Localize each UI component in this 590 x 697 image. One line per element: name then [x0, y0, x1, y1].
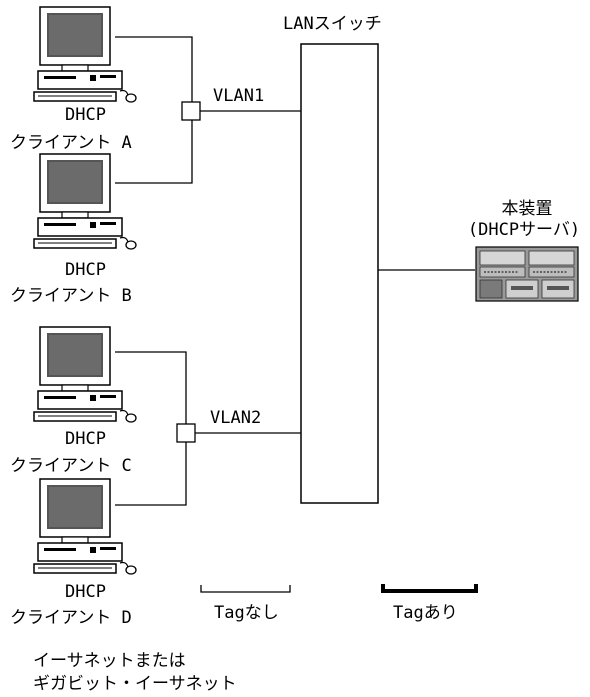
server-icon [475, 246, 579, 302]
lan-switch-label: LANスイッチ [283, 14, 382, 34]
hub-vlan1 [181, 101, 201, 121]
client-a-line1: DHCP [65, 105, 106, 125]
client-d-line1: DHCP [65, 582, 106, 602]
wire-client-d [115, 442, 187, 506]
vlan2-label: VLAN2 [210, 408, 262, 428]
legend-untagged-bracket [200, 585, 291, 593]
wire-client-a [115, 36, 193, 102]
wire-client-b [115, 120, 193, 184]
computer-icon [33, 6, 137, 103]
computer-icon [33, 478, 137, 575]
wire-client-c [115, 351, 187, 424]
server-label-line2: (DHCPサーバ) [467, 220, 581, 240]
legend-caption-line1: イーサネットまたは [33, 651, 186, 671]
client-a-line2: クライアント A [10, 133, 132, 153]
legend-tagged-bracket [381, 584, 478, 593]
computer-icon [33, 153, 137, 250]
lan-switch-box [300, 43, 379, 504]
legend-tagged-label: Tagあり [393, 603, 458, 623]
server-label-line1: 本装置 [501, 199, 553, 219]
client-b-line2: クライアント B [10, 286, 132, 306]
hub-vlan2 [176, 423, 196, 443]
client-c-line2: クライアント C [10, 456, 132, 476]
computer-icon [33, 326, 137, 423]
vlan1-label: VLAN1 [213, 86, 265, 106]
client-b-line1: DHCP [65, 260, 106, 280]
legend-untagged-label: Tagなし [214, 603, 279, 623]
client-d-line2: クライアント D [10, 608, 132, 628]
client-c-line1: DHCP [65, 429, 106, 449]
legend-caption-line2: ギガビット・イーサネット [33, 674, 237, 694]
